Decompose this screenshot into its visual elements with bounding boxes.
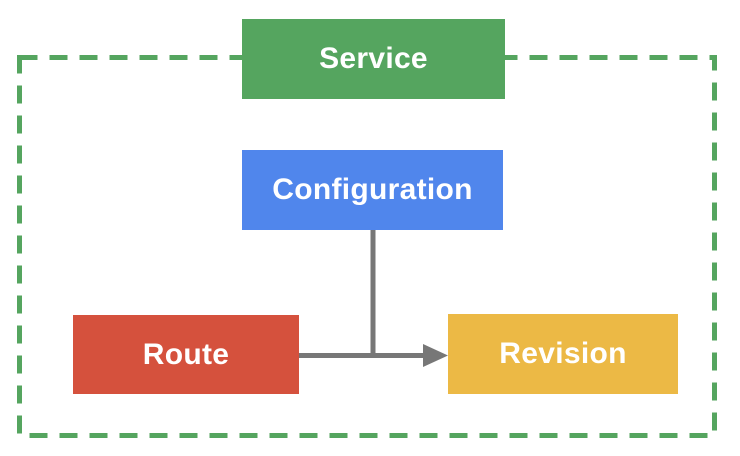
node-service: Service xyxy=(242,19,505,99)
node-configuration-label: Configuration xyxy=(272,173,473,206)
node-route: Route xyxy=(73,315,299,394)
node-revision-label: Revision xyxy=(499,337,627,370)
arrowhead-icon xyxy=(423,344,448,367)
node-revision: Revision xyxy=(448,314,678,394)
node-route-label: Route xyxy=(142,337,230,371)
node-configuration: Configuration xyxy=(242,150,503,230)
node-service-label: Service xyxy=(319,42,428,75)
